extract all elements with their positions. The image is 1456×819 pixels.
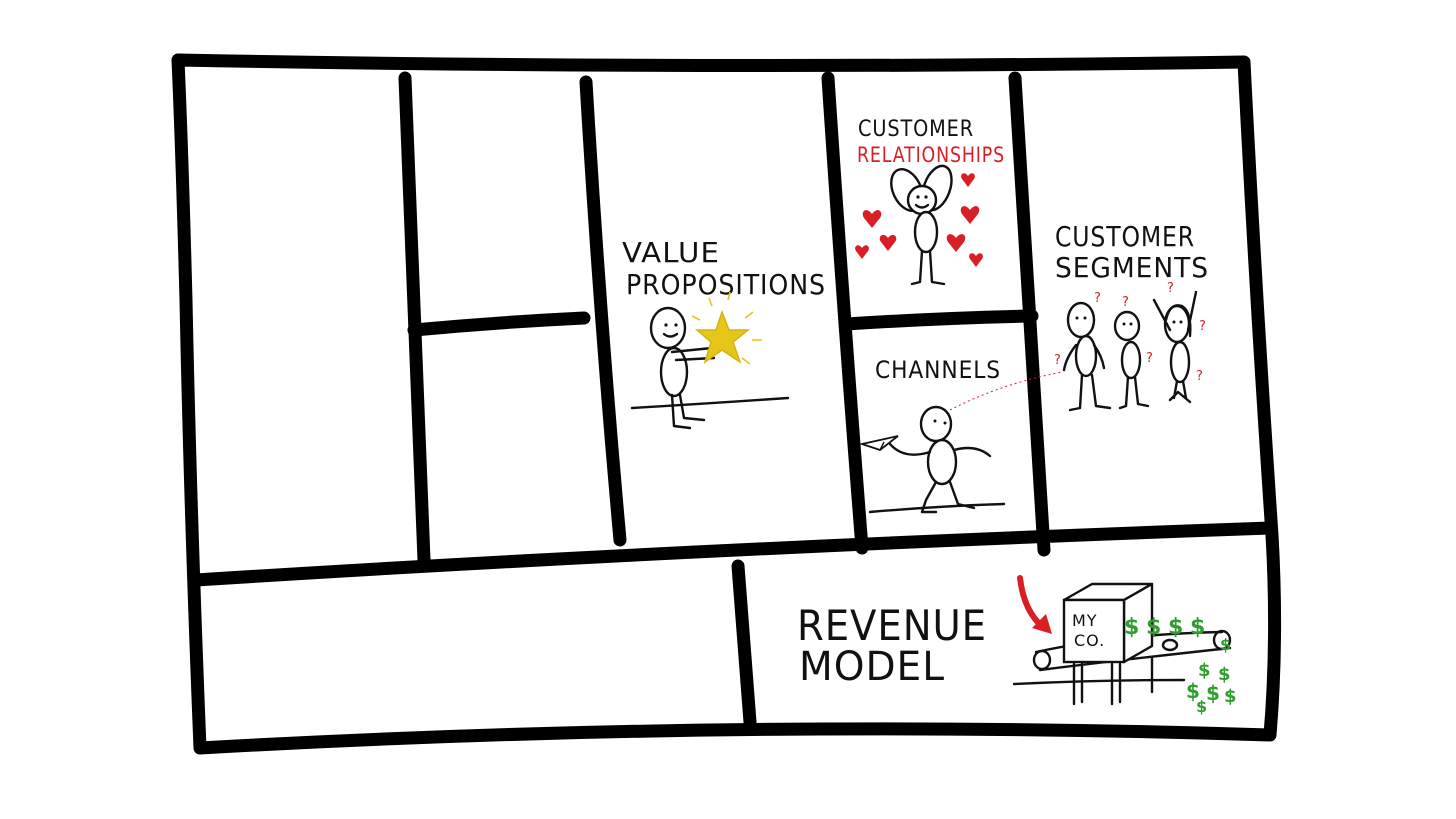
heart-icon <box>961 173 975 187</box>
throwing-figure <box>868 405 1006 514</box>
question-marks: ? ? ? ? ? ? ? <box>1054 281 1206 384</box>
dollar-sign-icon: $ <box>1186 679 1200 703</box>
revenue-model-title-line2: MODEL <box>799 644 945 690</box>
heart-icon <box>946 234 966 252</box>
dollar-sign-icon: $ <box>1168 615 1183 640</box>
dollar-signs: $ $ $ $ $ $ $ $ $ $ $ <box>1124 615 1237 716</box>
customer-relationships-title-line2: RELATIONSHIPS <box>857 143 1005 167</box>
revenue-model-block: REVENUE MODEL MY CO. <box>797 575 1237 716</box>
question-mark-icon: ? <box>1167 281 1174 296</box>
channels-block: CHANNELS <box>858 356 1063 514</box>
dollar-sign-icon: $ <box>1146 615 1161 640</box>
divider-customer-segments <box>1008 71 1051 557</box>
dollar-sign-icon: $ <box>1196 697 1207 716</box>
divider-bottom-row <box>189 521 1277 587</box>
customer-figures <box>1062 290 1198 412</box>
question-mark-icon: ? <box>1146 351 1153 366</box>
customer-segments-title-line1: CUSTOMER <box>1055 220 1195 253</box>
company-box: MY CO. <box>1062 582 1154 664</box>
question-mark-icon: ? <box>1196 369 1203 384</box>
hugging-figure <box>890 164 953 286</box>
revenue-model-title-line1: REVENUE <box>797 601 987 650</box>
question-mark-icon: ? <box>1094 291 1101 306</box>
outer-border <box>171 53 1282 755</box>
arrow-icon <box>1017 575 1052 634</box>
customer-segments-block: CUSTOMER SEGMENTS ? ? ? <box>1054 220 1209 412</box>
paper-plane-trail <box>949 371 1063 411</box>
customer-relationships-title-line1: CUSTOMER <box>858 117 974 142</box>
value-propositions-title-line2: PROPOSITIONS <box>626 268 826 301</box>
dollar-sign-icon: $ <box>1220 635 1231 654</box>
heart-icon <box>960 206 980 224</box>
divider-cost-revenue <box>731 559 757 729</box>
company-box-label-line2: CO. <box>1074 631 1105 650</box>
divider-key-partners <box>398 71 431 567</box>
question-mark-icon: ? <box>1122 295 1129 310</box>
dollar-sign-icon: $ <box>1124 615 1139 640</box>
question-mark-icon: ? <box>1054 353 1061 368</box>
company-box-label-line1: MY <box>1072 611 1098 630</box>
divider-key-activities <box>579 75 627 547</box>
hearts <box>855 173 983 267</box>
value-propositions-block: VALUE PROPOSITIONS <box>622 236 826 430</box>
dollar-sign-icon: $ <box>1224 686 1237 707</box>
heart-icon <box>879 234 897 251</box>
question-mark-icon: ? <box>1199 319 1206 334</box>
paper-plane-icon <box>858 435 899 452</box>
channels-title: CHANNELS <box>875 356 1001 384</box>
dollar-sign-icon: $ <box>1190 615 1205 640</box>
star-icon <box>691 291 762 365</box>
dollar-sign-icon: $ <box>1206 681 1220 705</box>
customer-relationships-block: CUSTOMER RELATIONSHIPS <box>855 117 1005 286</box>
canvas-grid <box>171 53 1282 755</box>
customer-segments-title-line2: SEGMENTS <box>1055 251 1209 284</box>
heart-icon <box>855 245 869 259</box>
star-giving-figure <box>630 306 790 430</box>
dollar-sign-icon: $ <box>1218 664 1231 685</box>
dollar-sign-icon: $ <box>1198 660 1211 681</box>
heart-icon <box>969 253 983 267</box>
divider-activities-resources <box>407 311 591 337</box>
heart-icon <box>862 210 882 228</box>
divider-value-propositions <box>821 71 869 555</box>
value-propositions-title-line1: VALUE <box>622 236 720 269</box>
divider-relationships-channels <box>839 309 1039 331</box>
